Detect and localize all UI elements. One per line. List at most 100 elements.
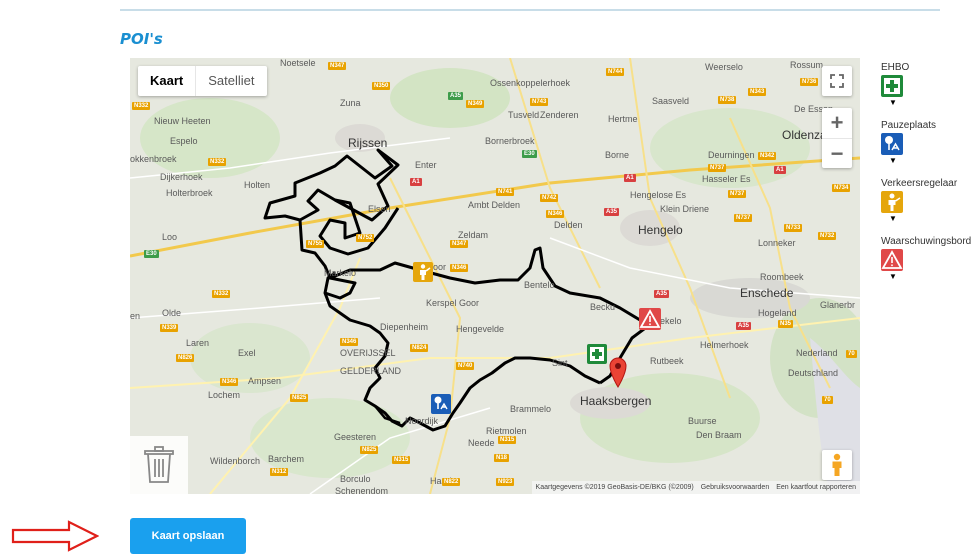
- map-label: Enter: [415, 160, 437, 170]
- rest-stop-icon: [434, 396, 448, 410]
- warning-sign-icon: [639, 309, 661, 328]
- road-label: N743: [530, 98, 549, 106]
- road-label: N312: [270, 468, 289, 476]
- map-label: Kerspel Goor: [426, 298, 480, 308]
- map-label: Sint: [552, 358, 568, 368]
- map-label: Loo: [162, 232, 178, 242]
- map-label: Holten: [244, 180, 271, 190]
- map-label: ekelo: [660, 316, 682, 326]
- dropdown-arrow-icon[interactable]: ▼: [889, 98, 897, 107]
- map-label: Espelo: [170, 136, 198, 146]
- zoom-out-button[interactable]: −: [830, 141, 844, 166]
- road-label: A35: [736, 322, 752, 330]
- fullscreen-button[interactable]: [822, 66, 852, 96]
- map-label: Geesteren: [334, 432, 377, 442]
- road-label: A35: [448, 92, 464, 100]
- road-label: N826: [176, 354, 195, 362]
- map-label: Rijssen: [348, 136, 388, 150]
- map-label: Klein Driene: [660, 204, 710, 214]
- map-label: Ambt Delden: [468, 200, 521, 210]
- poi-marker-rest-stop[interactable]: [431, 394, 451, 414]
- map-label: Ossenkoppelerhoek: [490, 78, 571, 88]
- attribution-report-link[interactable]: Een kaartfout rapporteren: [776, 484, 856, 491]
- legend-item-ehbo[interactable]: EHBO ▼: [881, 62, 971, 120]
- rest-stop-icon-glyph: [885, 136, 900, 151]
- dropdown-arrow-icon[interactable]: ▼: [889, 156, 897, 165]
- map-label: Barchem: [268, 454, 305, 464]
- map-label: Hasseler Es: [702, 174, 751, 184]
- map-label: Borculo: [340, 474, 371, 484]
- legend-item-pauzeplaats[interactable]: Pauzeplaats ▼: [881, 120, 971, 178]
- map-attribution: Kaartgegevens ©2019 GeoBasis-DE/BKG (©20…: [531, 481, 860, 494]
- trash-icon: [144, 446, 174, 483]
- map-label: Deurningen: [708, 150, 755, 160]
- map-label: Hengelose Es: [630, 190, 687, 200]
- first-aid-icon-glyph: [884, 78, 900, 94]
- pegman-icon: [832, 453, 842, 476]
- road-label: N346: [340, 338, 359, 346]
- poi-legend: EHBO ▼ Pauzeplaats ▼ Verkeersregelaar ▼ …: [881, 62, 971, 294]
- delete-button[interactable]: [130, 436, 188, 494]
- road-label: N738: [718, 96, 737, 104]
- road-label: N741: [496, 188, 515, 196]
- road-label: N342: [758, 152, 777, 160]
- map-label: Olde: [162, 308, 182, 318]
- road-label: N347: [328, 62, 347, 70]
- road-label: N332: [212, 290, 231, 298]
- map-label: en: [130, 311, 141, 321]
- road-label: N733: [784, 224, 803, 232]
- map-canvas[interactable]: Noetsele Rossum Weerselo Ossenkoppelerho…: [130, 58, 860, 494]
- map-label: Wildenborch: [210, 456, 261, 466]
- map-type-map[interactable]: Kaart: [138, 66, 197, 96]
- dropdown-arrow-icon[interactable]: ▼: [889, 272, 897, 281]
- rest-stop-icon[interactable]: [881, 133, 903, 155]
- traffic-controller-icon: [420, 264, 431, 280]
- map-label: Saasveld: [652, 96, 690, 106]
- map-label: Ampsen: [248, 376, 282, 386]
- warning-sign-icon-glyph: [881, 250, 903, 269]
- map-pin[interactable]: [608, 356, 628, 388]
- street-view-button[interactable]: [822, 450, 852, 480]
- map-label: Lochem: [208, 390, 241, 400]
- map-label: Holterbroek: [166, 188, 213, 198]
- zoom-in-button[interactable]: +: [822, 108, 852, 139]
- dropdown-arrow-icon[interactable]: ▼: [889, 214, 897, 223]
- section-title: POI's: [120, 30, 163, 48]
- traffic-controller-icon[interactable]: [881, 191, 903, 213]
- road-label: N332: [132, 102, 151, 110]
- map-label: Markelo: [324, 268, 357, 278]
- road-label: 70: [846, 350, 857, 358]
- map-label: Glanerbr: [820, 300, 856, 310]
- fullscreen-icon: [830, 74, 844, 88]
- road-label: N349: [466, 100, 485, 108]
- map-label: Exel: [238, 348, 256, 358]
- map-type-satellite[interactable]: Satelliet: [208, 73, 255, 88]
- legend-item-waarschuwingsbord[interactable]: Waarschuwingsbord ▼: [881, 236, 971, 294]
- map-label: okkenbroek: [130, 154, 177, 164]
- road-label: N339: [160, 324, 179, 332]
- poi-marker-first-aid[interactable]: [587, 344, 607, 364]
- map-label: Brammelo: [510, 404, 552, 414]
- road-label: N346: [220, 378, 239, 386]
- save-map-button[interactable]: Kaart opslaan: [130, 518, 246, 554]
- map-label: Helmerhoek: [700, 340, 749, 350]
- map-label: De Essen: [794, 104, 834, 114]
- map-label: Becku: [590, 302, 616, 312]
- attribution-terms-link[interactable]: Gebruiksvoorwaarden: [700, 484, 770, 491]
- poi-marker-traffic-controller[interactable]: [413, 262, 433, 282]
- road-label: N35: [778, 320, 794, 328]
- road-label: N822: [442, 478, 461, 486]
- first-aid-icon[interactable]: [881, 75, 903, 97]
- road-label: N737: [728, 190, 747, 198]
- map-label: Deutschland: [788, 368, 839, 378]
- legend-item-verkeersregelaar[interactable]: Verkeersregelaar ▼: [881, 178, 971, 236]
- road-label: N332: [208, 158, 227, 166]
- poi-marker-warning[interactable]: [639, 308, 661, 330]
- arrow-right-icon: [11, 520, 99, 552]
- map-label: Enschede: [740, 286, 794, 300]
- map-label: Delden: [554, 220, 583, 230]
- warning-sign-icon[interactable]: [881, 249, 903, 271]
- road-label: N18: [494, 454, 510, 462]
- traffic-controller-icon-glyph: [888, 193, 901, 211]
- road-label: N737: [734, 214, 753, 222]
